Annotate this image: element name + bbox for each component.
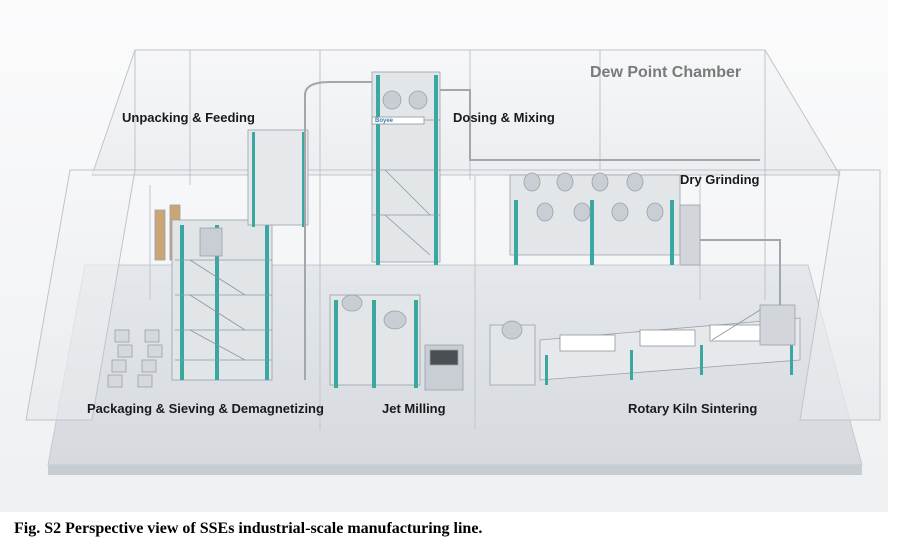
area-label-packaging: Packaging & Sieving & Demagnetizing (87, 401, 324, 416)
rotary-kiln (489, 304, 801, 386)
brand-mark: Boyee (375, 118, 394, 124)
grinding-platform (509, 172, 781, 310)
area-label-jet: Jet Milling (382, 401, 446, 416)
area-label-grinding: Dry Grinding (680, 172, 760, 187)
manufacturing-line-illustration (0, 0, 888, 512)
jet-mill (329, 294, 464, 391)
area-label-unpacking: Unpacking & Feeding (122, 110, 255, 125)
area-label-dosing: Dosing & Mixing (453, 110, 555, 125)
figure-caption: Fig. S2 Perspective view of SSEs industr… (14, 520, 483, 537)
dosing-tower (304, 71, 760, 380)
scene-svg (0, 0, 888, 512)
chamber-label: Dew Point Chamber (590, 64, 742, 81)
feeding-tower (171, 129, 309, 381)
floor-edge (48, 465, 862, 475)
area-label-kiln: Rotary Kiln Sintering (628, 401, 758, 416)
